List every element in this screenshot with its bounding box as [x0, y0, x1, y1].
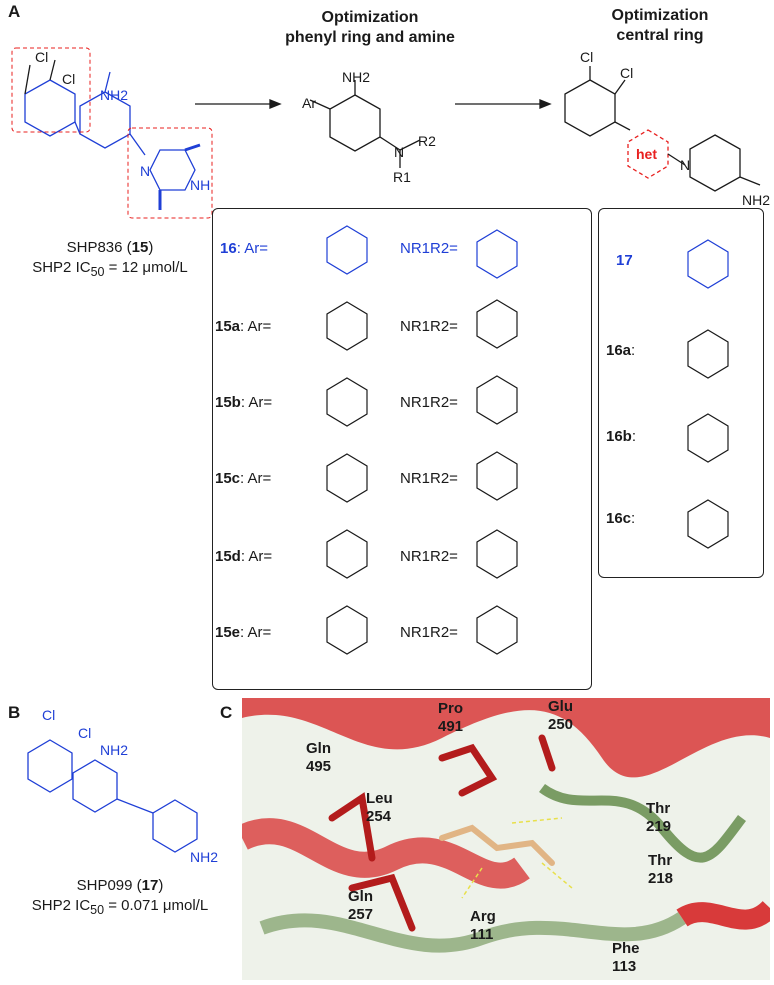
atom-nh2-b1: NH2	[100, 742, 128, 758]
panel-a-drawing: Cl Cl NH2 N NH Ar NH2 N R2 R1 Cl Cl het …	[11, 47, 770, 219]
panel-b-drawing: Cl Cl NH2 NH2	[27, 707, 218, 865]
atom-cl-1: Cl	[35, 49, 48, 65]
series-amine-15d: NR1R2=	[400, 548, 458, 565]
atom-nh2-a: NH2	[100, 87, 128, 103]
atom-cl-b2: Cl	[78, 725, 91, 741]
atom-r2: R2	[418, 133, 436, 149]
atom-n-b: N	[394, 144, 404, 160]
central-box	[598, 208, 764, 578]
series-row-15a: 15a: Ar=	[215, 318, 272, 335]
panel-label-c: C	[220, 703, 233, 722]
atom-cl-b1: Cl	[42, 707, 55, 723]
shp099-caption: SHP099 (17) SHP2 IC50 = 0.071 μmol/L	[31, 877, 209, 917]
central-17: 17	[616, 252, 633, 269]
central-16b: 16b:	[606, 428, 637, 445]
panel-label-a: A	[8, 2, 21, 21]
series-row-15c: 15c: Ar=	[215, 470, 272, 487]
series-amine-16: NR1R2=	[400, 240, 458, 257]
docking-image	[242, 698, 770, 980]
series-amine-15a: NR1R2=	[400, 318, 458, 335]
atom-n-a: N	[140, 163, 150, 179]
atom-ar: Ar	[302, 95, 316, 111]
atom-nh2-b: NH2	[342, 69, 370, 85]
atom-cl-3: Cl	[580, 49, 593, 65]
series-amine-15e: NR1R2=	[400, 624, 458, 641]
atom-r1: R1	[393, 169, 411, 185]
atom-nh2-b2: NH2	[190, 849, 218, 865]
series-box	[212, 208, 592, 690]
panel-label-b: B	[8, 703, 21, 722]
central-16c: 16c:	[606, 510, 636, 527]
series-amine-15b: NR1R2=	[400, 394, 458, 411]
series-structures	[326, 225, 518, 655]
series-amine-15c: NR1R2=	[400, 470, 458, 487]
atom-nh2-c: NH2	[742, 192, 770, 208]
series-row-15b: 15b: Ar=	[215, 394, 273, 411]
central-16a: 16a:	[606, 342, 636, 359]
shp836-caption: SHP836 (15) SHP2 IC50 = 12 μmol/L	[32, 239, 188, 279]
het-label: het	[636, 146, 657, 162]
atom-cl-4: Cl	[620, 65, 633, 81]
series-row-15e: 15e: Ar=	[215, 624, 272, 641]
series-row-16: 16: Ar=	[220, 240, 268, 257]
series-row-15d: 15d: Ar=	[215, 548, 273, 565]
atom-n-c: N	[680, 157, 690, 173]
atom-nh-a: NH	[190, 177, 210, 193]
atom-cl-2: Cl	[62, 71, 75, 87]
central-structures	[687, 239, 729, 549]
